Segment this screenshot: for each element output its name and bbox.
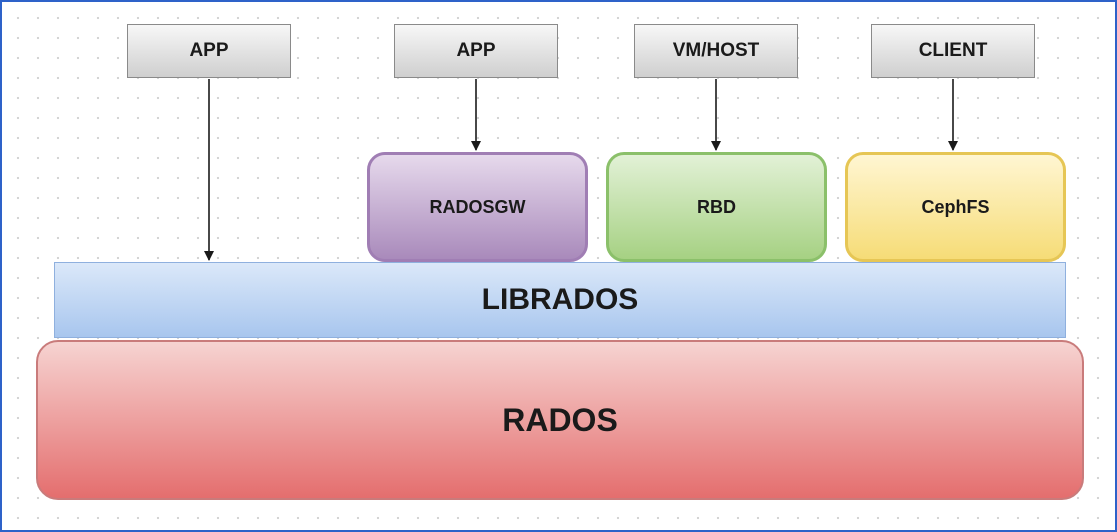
cephfs-label: CephFS: [921, 196, 990, 217]
cephfs-box: CephFS: [845, 152, 1066, 262]
vm-host-client-box: VM/HOST: [634, 24, 798, 78]
vm-host-client-label: VM/HOST: [672, 40, 760, 61]
rados-label: RADOS: [502, 401, 618, 438]
rbd-label: RBD: [697, 196, 736, 217]
librados-label: LIBRADOS: [481, 283, 639, 316]
rbd-box: RBD: [606, 152, 827, 262]
radosgw-box: RADOSGW: [367, 152, 588, 262]
librados-layer: LIBRADOS: [54, 262, 1066, 338]
radosgw-label: RADOSGW: [429, 196, 526, 217]
rados-layer: RADOS: [36, 340, 1084, 500]
fs-client-box: CLIENT: [871, 24, 1035, 78]
fs-client-label: CLIENT: [918, 40, 988, 61]
app-client-box: APP: [127, 24, 291, 78]
app-client-label: APP: [189, 40, 229, 61]
app-gateway-client-box: APP: [394, 24, 558, 78]
app-gateway-client-label: APP: [456, 40, 496, 61]
